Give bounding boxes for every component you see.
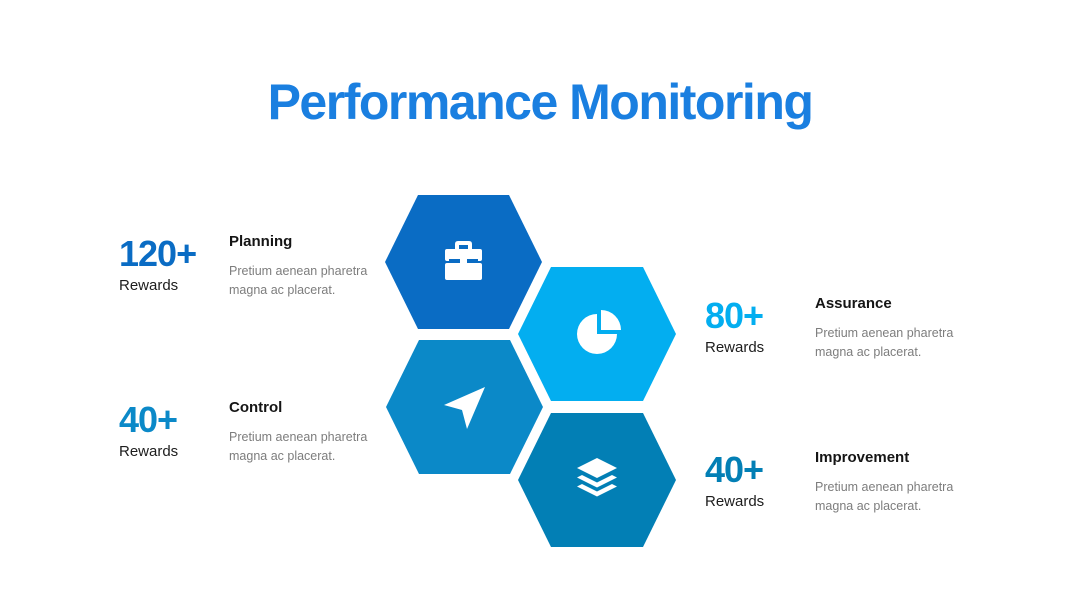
stat-improvement: 40+ Rewards — [705, 450, 815, 512]
stat-value: 120+ — [119, 233, 197, 274]
stat-label: Rewards — [119, 277, 179, 294]
hexagon-control — [386, 340, 543, 474]
desc-line: Pretium aenean pharetra — [229, 430, 368, 444]
desc-improvement: Improvement Pretium aenean pharetra magn… — [815, 448, 985, 516]
desc-control: Control Pretium aenean pharetra magna ac… — [229, 398, 399, 466]
desc-line: Pretium aenean pharetra — [815, 480, 954, 494]
desc-heading: Improvement — [815, 449, 910, 466]
paper-plane-icon — [444, 387, 485, 429]
stat-label: Rewards — [119, 443, 179, 460]
stat-control: 40+ Rewards — [119, 400, 229, 462]
hexagon-planning — [385, 195, 542, 329]
desc-text: Pretium aenean pharetra magna ac placera… — [229, 428, 399, 466]
stat-label: Rewards — [705, 493, 765, 510]
desc-line: Pretium aenean pharetra — [229, 264, 368, 278]
briefcase-icon — [445, 241, 482, 280]
desc-line: Pretium aenean pharetra — [815, 326, 954, 340]
desc-line: magna ac placerat. — [815, 345, 922, 359]
page-title: Performance Monitoring — [267, 74, 814, 130]
hexagon-improvement — [518, 413, 676, 547]
stat-value: 40+ — [705, 449, 764, 490]
desc-text: Pretium aenean pharetra magna ac placera… — [815, 324, 985, 362]
stat-value: 40+ — [119, 399, 178, 440]
stat-planning: 120+ Rewards — [119, 234, 229, 296]
desc-line: magna ac placerat. — [815, 499, 922, 513]
layers-icon — [577, 458, 617, 497]
stat-label: Rewards — [705, 339, 765, 356]
desc-assurance: Assurance Pretium aenean pharetra magna … — [815, 294, 985, 362]
pie-chart-icon — [577, 310, 621, 354]
desc-planning: Planning Pretium aenean pharetra magna a… — [229, 232, 399, 300]
desc-text: Pretium aenean pharetra magna ac placera… — [815, 478, 985, 516]
desc-heading: Assurance — [815, 295, 892, 312]
desc-line: magna ac placerat. — [229, 283, 336, 297]
desc-text: Pretium aenean pharetra magna ac placera… — [229, 262, 399, 300]
desc-line: magna ac placerat. — [229, 449, 336, 463]
stat-value: 80+ — [705, 295, 764, 336]
stat-assurance: 80+ Rewards — [705, 296, 815, 358]
desc-heading: Planning — [229, 233, 293, 250]
desc-heading: Control — [229, 399, 283, 416]
hexagon-assurance — [518, 267, 676, 401]
